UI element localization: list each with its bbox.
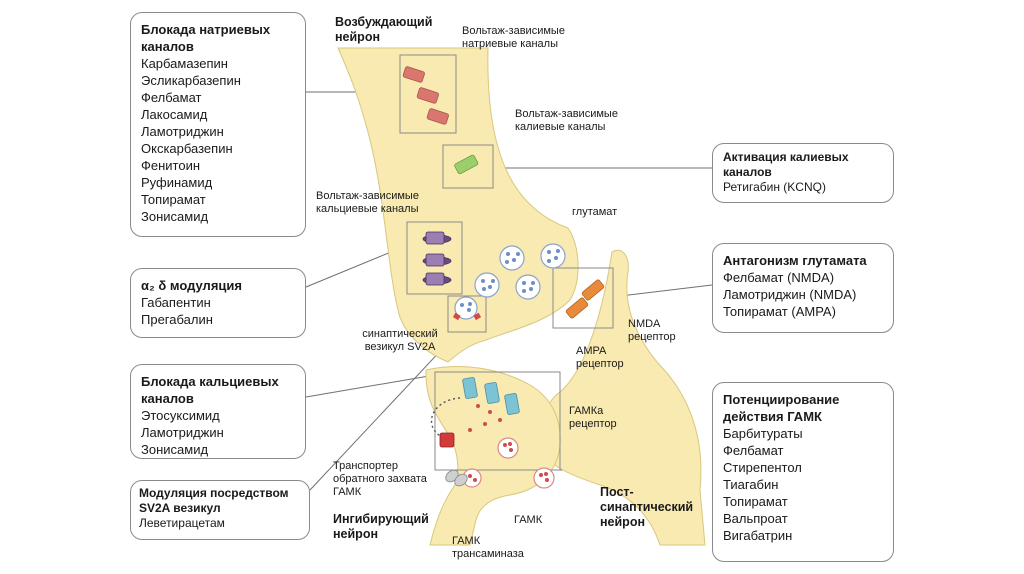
potassium-channel-activation-box: Активация калиевых каналов Ретигабин (KC… bbox=[712, 143, 894, 203]
drug-item: Фенитоин bbox=[141, 158, 201, 173]
drug-item: Леветирацетам bbox=[139, 516, 225, 530]
gaba-a-receptor-icons bbox=[462, 377, 520, 415]
inhibitory-neuron bbox=[425, 366, 561, 546]
glutamate-dots bbox=[460, 249, 560, 312]
box-title: Модуляция посредством SV2A везикул bbox=[139, 486, 289, 515]
gaba-transaminase-icon bbox=[445, 469, 468, 487]
drug-item: Фелбамат bbox=[141, 90, 202, 105]
drug-item: Ретигабин (KCNQ) bbox=[723, 180, 826, 194]
sodium-channels-label: Вольтаж-зависимые натриевые каналы bbox=[462, 25, 565, 50]
sv2a-modulation-box: Модуляция посредством SV2A везикул Левет… bbox=[130, 480, 310, 540]
potassium-channel-icon bbox=[454, 154, 479, 175]
drug-item: Ламотриджин (NMDA) bbox=[723, 287, 857, 302]
alpha2delta-modulation-box: α₂ δ модуляция Габапентин Прегабалин bbox=[130, 268, 306, 338]
sv2a-markers bbox=[452, 312, 482, 321]
transporter-label: Транспортер обратного захвата ГАМК bbox=[333, 460, 427, 498]
drug-item: Прегабалин bbox=[141, 312, 213, 327]
inhibitory-neuron-label: Ингибирующий нейрон bbox=[333, 512, 429, 541]
drug-item: Габапентин bbox=[141, 295, 211, 310]
transaminase-label: ГАМК трансаминаза bbox=[452, 535, 524, 560]
gaba-vesicles bbox=[462, 437, 555, 489]
box-title: Блокада кальциевых каналов bbox=[141, 374, 279, 406]
box-title: Антагонизм глутамата bbox=[723, 253, 867, 268]
gaba-transporter-icon bbox=[439, 432, 455, 448]
calcium-channel-icons bbox=[422, 231, 452, 286]
drug-item: Тиагабин bbox=[723, 477, 779, 492]
nmda-receptor-label: NMDA рецептор bbox=[628, 318, 676, 343]
drug-item: Руфинамид bbox=[141, 175, 213, 190]
drug-item: Ламотриджин bbox=[141, 124, 224, 139]
potassium-channels-label: Вольтаж-зависимые калиевые каналы bbox=[515, 108, 618, 133]
calcium-channel-blockade-box: Блокада кальциевых каналов Этосуксимид Л… bbox=[130, 364, 306, 459]
drug-item: Топирамат (AMPA) bbox=[723, 304, 836, 319]
sodium-channel-blockade-box: Блокада натриевых каналов Карбамазепин Э… bbox=[130, 12, 306, 237]
box-title: Потенциирование действия ГАМК bbox=[723, 392, 840, 424]
drug-item: Топирамат bbox=[723, 494, 788, 509]
synaptic-vesicle-label: синаптический везикул SV2A bbox=[362, 328, 438, 353]
highlight-boxes bbox=[399, 54, 614, 471]
postsynaptic-neuron-label: Пост-синаптический нейрон bbox=[600, 485, 694, 529]
drug-item: Лакосамид bbox=[141, 107, 208, 122]
gaba-potentiation-box: Потенциирование действия ГАМК Барбитурат… bbox=[712, 382, 894, 562]
gaba-a-receptor-label: ГАМКа рецептор bbox=[569, 405, 617, 430]
ampa-receptor-label: AMPA рецептор bbox=[576, 345, 624, 370]
drug-item: Вальпроат bbox=[723, 511, 788, 526]
drug-item: Стирепентол bbox=[723, 460, 802, 475]
drug-item: Этосуксимид bbox=[141, 408, 220, 423]
ampa-nmda-receptor-icons bbox=[565, 279, 605, 319]
box-title: Блокада натриевых каналов bbox=[141, 22, 271, 54]
drug-item: Ламотриджин bbox=[141, 425, 224, 440]
box-title: α₂ δ модуляция bbox=[141, 278, 242, 293]
calcium-channels-label: Вольтаж-зависимые кальциевые каналы bbox=[316, 190, 419, 215]
gaba-dots bbox=[468, 404, 549, 482]
glutamate-antagonism-box: Антагонизм глутамата Фелбамат (NMDA) Лам… bbox=[712, 243, 894, 333]
drug-item: Эсликарбазепин bbox=[141, 73, 241, 88]
drug-item: Зонисамид bbox=[141, 209, 209, 224]
excitatory-neuron-label: Возбуждающий нейрон bbox=[335, 15, 433, 44]
glutamate-vesicles bbox=[454, 243, 566, 320]
drug-item: Фелбамат (NMDA) bbox=[723, 270, 835, 285]
drug-item: Окскарбазепин bbox=[141, 141, 233, 156]
drug-item: Карбамазепин bbox=[141, 56, 228, 71]
drug-item: Зонисамид bbox=[141, 442, 209, 457]
sodium-channel-icons bbox=[402, 66, 449, 125]
glutamate-label: глутамат bbox=[572, 206, 618, 218]
drug-item: Барбитураты bbox=[723, 426, 803, 441]
drug-item: Фелбамат bbox=[723, 443, 784, 458]
gaba-release-path bbox=[430, 397, 461, 441]
drug-item: Топирамат bbox=[141, 192, 206, 207]
box-title: Активация калиевых каналов bbox=[723, 150, 849, 179]
gaba-label: ГАМК bbox=[514, 514, 543, 526]
drug-item: Вигабатрин bbox=[723, 528, 793, 543]
